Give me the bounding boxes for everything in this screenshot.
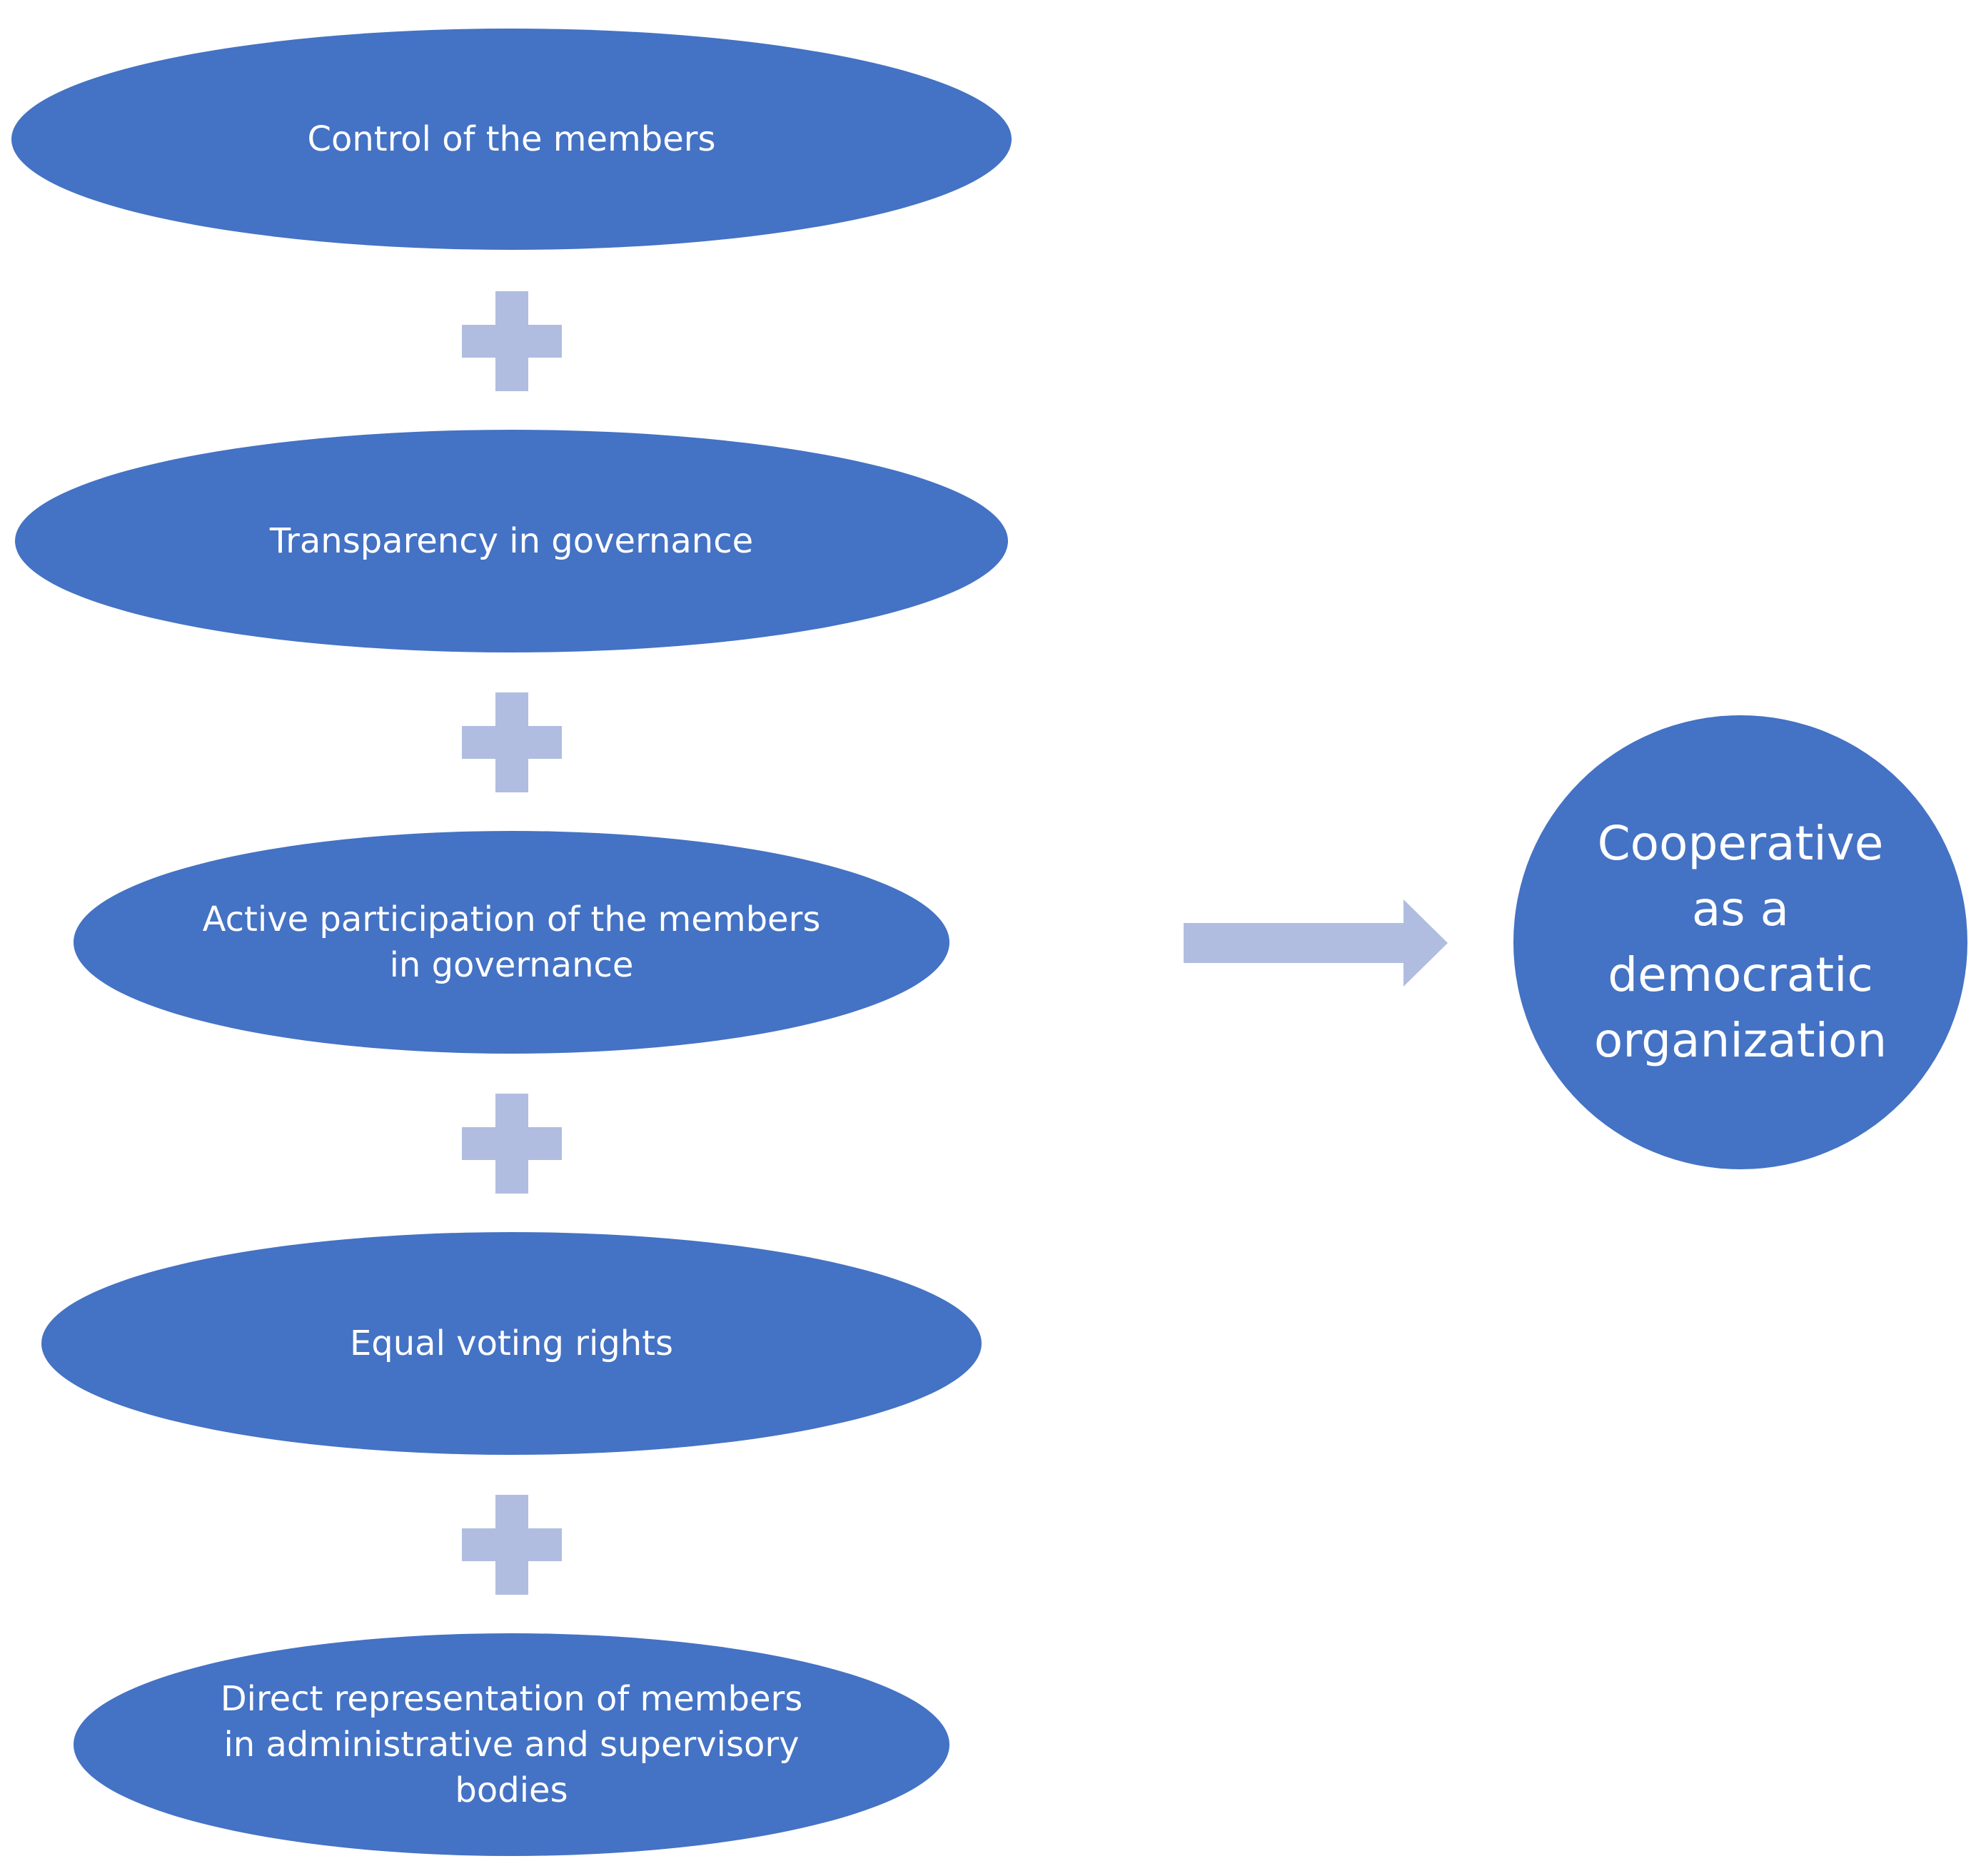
- factor-label: Direct representation of members in admi…: [220, 1679, 803, 1810]
- factor-ellipse-control: Control of the members: [11, 29, 1012, 250]
- factor-label: Active participation of the members in g…: [202, 899, 821, 985]
- plus-icon-bar: [495, 692, 528, 792]
- factor-label: Control of the members: [307, 119, 716, 159]
- result-label: Cooperative as a democratic organization: [1593, 816, 1887, 1068]
- arrow-right-icon: [1184, 899, 1448, 987]
- arrow-right-icon-shape: [1184, 899, 1448, 987]
- plus-icon-bar: [495, 291, 528, 391]
- factor-ellipse-voting: Equal voting rights: [41, 1232, 982, 1455]
- plus-icon-bar: [495, 1495, 528, 1595]
- factor-ellipse-representation: Direct representation of members in admi…: [74, 1633, 949, 1856]
- factor-label: Transparency in governance: [269, 521, 754, 561]
- plus-icon: [462, 692, 562, 792]
- plus-icon-bar: [495, 1094, 528, 1194]
- factor-ellipse-transparency: Transparency in governance: [15, 430, 1008, 652]
- factor-label: Equal voting rights: [349, 1323, 674, 1363]
- result-circle: Cooperative as a democratic organization: [1513, 715, 1967, 1169]
- plus-icon: [462, 1495, 562, 1595]
- factor-ellipse-participation: Active participation of the members in g…: [74, 831, 949, 1054]
- plus-icon: [462, 1094, 562, 1194]
- plus-icon: [462, 291, 562, 391]
